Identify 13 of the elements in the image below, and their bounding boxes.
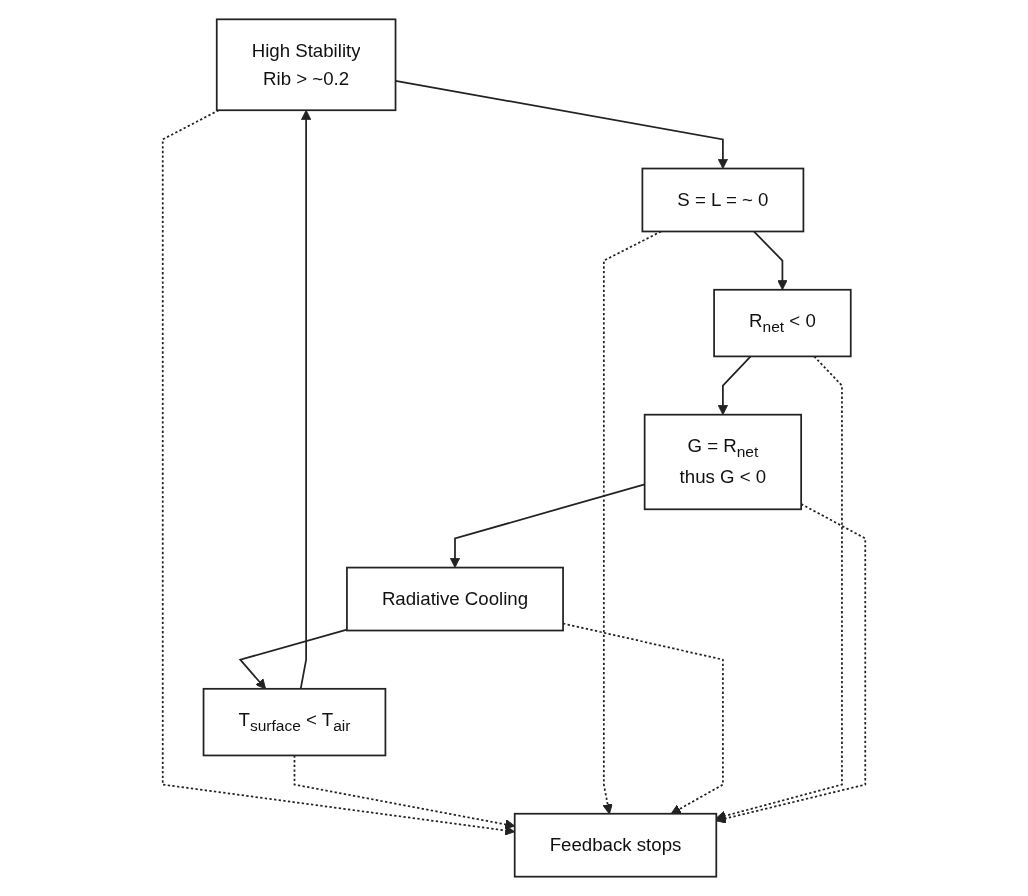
arrow: [717, 355, 752, 416]
node-box: T$_{surface}$ < T$_{air}$: [202, 687, 387, 757]
node-box: S = L = ~ 0: [641, 167, 805, 233]
arrow: [602, 230, 662, 815]
arrow: [299, 109, 312, 690]
arrow: [238, 628, 348, 690]
node-box: Radiative Cooling: [346, 566, 564, 632]
arrow: [752, 230, 788, 291]
node-box: High Stability Rib > ~0.2: [215, 18, 397, 112]
node-box: R$_{net}$ < 0: [713, 288, 852, 358]
arrow: [715, 355, 843, 821]
node-box: Feedback stops: [513, 812, 718, 878]
node-box: G = R$_{net}$ thus G < 0: [643, 413, 803, 511]
